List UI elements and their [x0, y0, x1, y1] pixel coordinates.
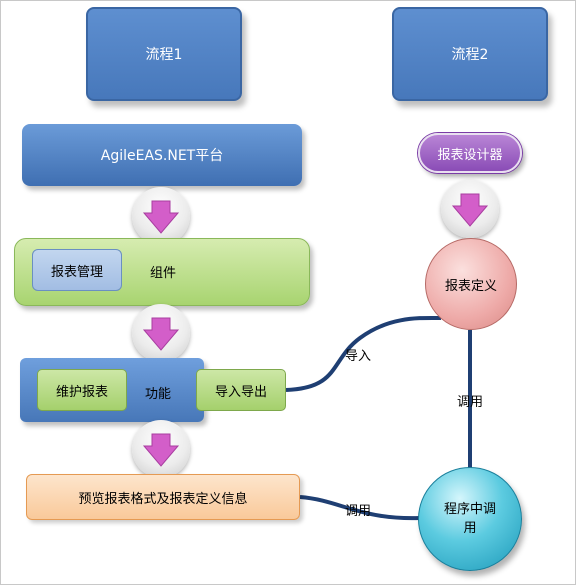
preview-box: 预览报表格式及报表定义信息	[26, 474, 300, 520]
report-manage-box: 报表管理	[32, 249, 122, 291]
report-manage-label: 报表管理	[50, 264, 103, 280]
maintain-report-box: 维护报表	[37, 369, 127, 411]
call-connector-label-bottom: 调用	[345, 504, 372, 519]
platform-label: AgileEAS.NET平台	[100, 148, 224, 164]
report-designer-label: 报表设计器	[437, 147, 503, 163]
feature-label: 功能	[145, 387, 172, 402]
import-export-label: 导入导出	[214, 384, 267, 400]
call-connector-label-right: 调用	[457, 395, 484, 410]
program-call-label-line1: 程序中调	[443, 501, 496, 517]
platform-box: AgileEAS.NET平台	[22, 124, 302, 186]
flow1-title: 流程1	[145, 47, 183, 63]
flow2-title: 流程2	[451, 47, 489, 63]
import-connector	[285, 315, 442, 392]
program-call-label-line2: 用	[463, 521, 477, 536]
program-call-node: 程序中调 用	[418, 467, 522, 571]
preview-label: 预览报表格式及报表定义信息	[78, 491, 248, 507]
down-arrow-icon	[132, 304, 190, 362]
down-arrow-icon	[441, 180, 499, 238]
flow2-header: 流程2	[392, 7, 548, 101]
report-designer-box: 报表设计器	[418, 133, 522, 173]
down-arrow-icon	[132, 420, 190, 478]
maintain-report-label: 维护报表	[55, 384, 108, 400]
report-definition-node: 报表定义	[425, 238, 517, 330]
import-connector-label: 导入	[345, 349, 372, 364]
import-export-box: 导入导出	[196, 369, 286, 411]
flow1-header: 流程1	[86, 7, 242, 101]
call-connector-bottom	[299, 495, 421, 521]
report-definition-label: 报表定义	[444, 278, 497, 294]
component-label: 组件	[150, 266, 177, 281]
down-arrow-icon	[132, 187, 190, 245]
